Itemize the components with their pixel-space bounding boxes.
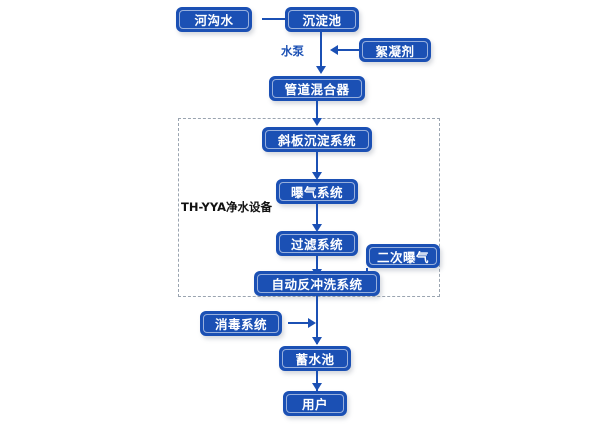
- connector-mixer-to-inclined-plate: [316, 101, 318, 123]
- connector-backwash-to-storage: [316, 296, 318, 344]
- connector-river-to-sedimentation: [262, 18, 288, 20]
- node-river-water[interactable]: 河沟水: [176, 7, 252, 32]
- node-secondary-aeration-label: 二次曝气: [376, 249, 429, 265]
- node-pipeline-mixer-label: 管道混合器: [284, 82, 350, 97]
- node-aeration-system[interactable]: 曝气系统: [276, 179, 358, 204]
- arrowhead-sedimentation-to-mixer: [316, 66, 326, 74]
- node-flocculant-label: 絮凝剂: [375, 43, 415, 59]
- node-user[interactable]: 用户: [283, 391, 347, 416]
- node-disinfection-system[interactable]: 消毒系统: [200, 311, 282, 336]
- connector-sedimentation-to-mixer: [320, 32, 322, 70]
- arrowhead-storage-to-user: [312, 383, 322, 391]
- node-storage-tank[interactable]: 蓄水池: [279, 346, 351, 371]
- node-disinfection-system-label: 消毒系统: [214, 317, 267, 332]
- arrowhead-backwash-to-storage: [312, 337, 322, 345]
- node-flocculant[interactable]: 絮凝剂: [359, 38, 431, 62]
- node-auto-backwash-system-label: 自动反冲洗系统: [271, 277, 363, 292]
- connector-inclined-plate-to-aeration: [316, 152, 318, 178]
- connector-disinfection-to-main: [288, 322, 310, 324]
- arrowhead-mixer-to-inclined-plate: [312, 118, 322, 126]
- node-auto-backwash-system[interactable]: 自动反冲洗系统: [254, 271, 380, 296]
- node-pipeline-mixer[interactable]: 管道混合器: [269, 76, 365, 101]
- connector-aeration-to-filtration: [316, 204, 318, 230]
- connector-storage-to-user: [316, 371, 318, 391]
- node-sedimentation-tank-label: 沉淀池: [302, 13, 342, 28]
- arrowhead-aeration-to-filtration: [312, 224, 322, 232]
- connector-flocculant-to-main: [338, 49, 361, 51]
- node-storage-tank-label: 蓄水池: [295, 352, 335, 367]
- node-secondary-aeration[interactable]: 二次曝气: [366, 244, 440, 268]
- label-water-pump: 水泵: [281, 44, 304, 58]
- node-sedimentation-tank[interactable]: 沉淀池: [285, 7, 359, 32]
- node-user-label: 用户: [301, 397, 328, 412]
- equipment-group-label: TH-YYA净水设备: [181, 200, 273, 214]
- node-filtration-system[interactable]: 过滤系统: [276, 231, 358, 256]
- node-river-water-label: 河沟水: [194, 13, 234, 28]
- arrowhead-disinfection-to-main: [308, 318, 316, 328]
- node-aeration-system-label: 曝气系统: [290, 185, 343, 200]
- node-inclined-plate-system[interactable]: 斜板沉淀系统: [262, 127, 372, 152]
- node-filtration-system-label: 过滤系统: [290, 237, 343, 252]
- arrowhead-flocculant-to-main: [330, 45, 338, 55]
- node-inclined-plate-system-label: 斜板沉淀系统: [277, 133, 356, 148]
- equipment-group-region: [178, 118, 440, 297]
- arrowhead-inclined-plate-to-aeration: [312, 172, 322, 180]
